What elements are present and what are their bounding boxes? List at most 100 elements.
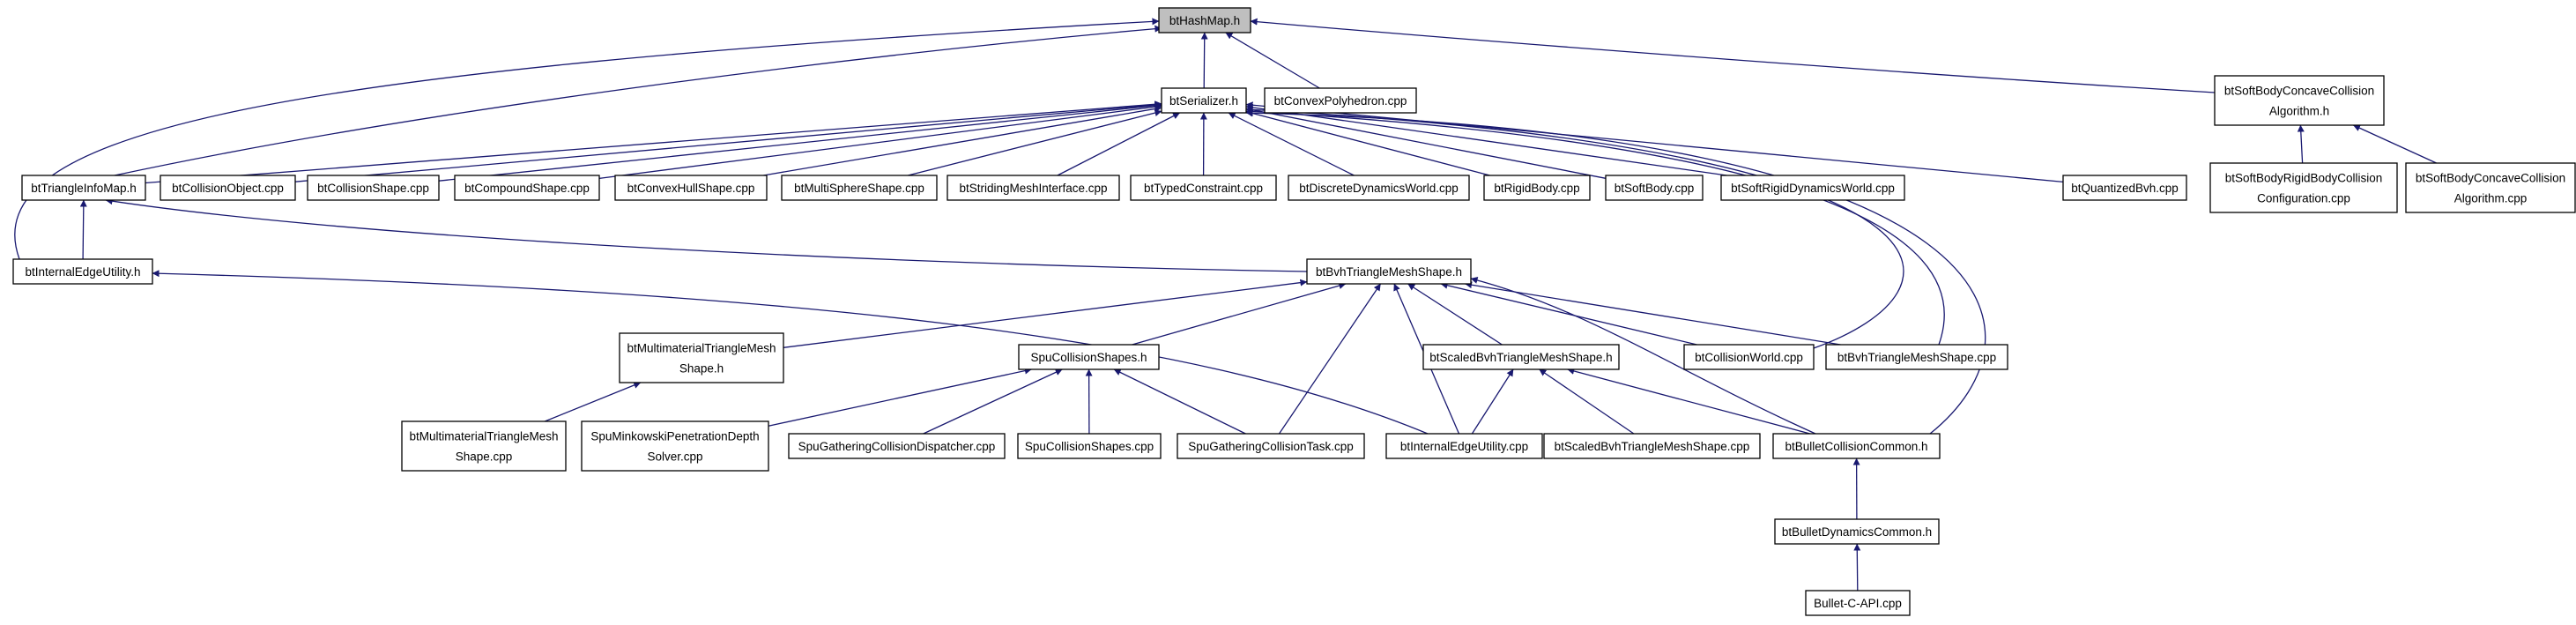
node-label: SpuGatheringCollisionTask.cpp [1188,440,1354,453]
node-box[interactable] [454,175,600,201]
node-label: btRigidBody.cpp [1494,182,1579,195]
nodes: btHashMap.h btSerializer.h btConvexPolyhed… [12,7,2576,616]
node-box[interactable] [1483,175,1591,201]
node-box[interactable] [2062,175,2187,201]
edge-line [1245,106,1607,179]
node-box[interactable] [1158,7,1251,33]
node-box[interactable] [781,175,938,201]
node-label: btSoftBodyConcaveCollision [2416,172,2565,185]
node-btbulletcollisioncommon[interactable]: btBulletCollisionCommon.h [1772,433,1941,459]
edge-btmultisphereshape-to-btserializer [908,109,1162,176]
node-btscaledbvh_h[interactable]: btScaledBvhTriangleMeshShape.h [1422,344,1620,370]
node-box[interactable] [1825,344,2008,370]
node-btcollisionobject[interactable]: btCollisionObject.cpp [160,175,296,201]
node-bttriangleinfomap[interactable]: btTriangleInfoMap.h [21,175,146,201]
node-box[interactable] [160,175,296,201]
edge-btconvexpoly-to-bthashmap [1225,32,1320,89]
edge-btdiscretedynamics-to-btserializer [1228,112,1355,176]
node-box[interactable] [581,420,769,472]
node-box[interactable] [1385,433,1543,459]
node-box[interactable] [307,175,440,201]
node-spugatheringtask[interactable]: SpuGatheringCollisionTask.cpp [1177,433,1365,459]
edge-line [1567,368,1810,435]
node-spucollisionshapes_cpp[interactable]: SpuCollisionShapes.cpp [1017,433,1162,459]
node-box[interactable] [1288,175,1470,201]
node-box[interactable] [2214,75,2385,126]
node-box[interactable] [12,258,153,285]
edge-line [105,197,1308,272]
node-btconvexhullshape[interactable]: btConvexHullShape.cpp [614,175,768,201]
edge-btquantizedbvh-to-btserializer [1245,101,2064,183]
node-box[interactable] [1543,433,1761,459]
node-label: btCompoundShape.cpp [464,182,590,195]
node-box[interactable] [1772,433,1941,459]
node-btinternaledgeutility_cpp[interactable]: btInternalEdgeUtility.cpp [1385,433,1543,459]
edge-line [1245,104,1727,176]
node-btscaledbvh_cpp[interactable]: btScaledBvhTriangleMeshShape.cpp [1543,433,1761,459]
node-box[interactable] [2405,162,2576,213]
edge-btrigidbody-to-btserializer [1245,109,1490,176]
node-btdiscretedynamics[interactable]: btDiscreteDynamicsWorld.cpp [1288,175,1470,201]
node-box[interactable] [1805,590,1911,616]
node-box[interactable] [788,433,1006,459]
node-box[interactable] [1130,175,1277,201]
node-box[interactable] [1683,344,1815,370]
edge-btmultimaterial_h-to-btbvhtrianglemeshshape_h [783,279,1308,348]
node-label: btHashMap.h [1169,14,1240,27]
edge-btsoftbody-to-btserializer [1245,106,1607,179]
node-bthashmap[interactable]: btHashMap.h [1158,7,1251,33]
node-box[interactable] [1422,344,1620,370]
node-box[interactable] [1774,518,1940,545]
node-box[interactable] [947,175,1120,201]
node-box[interactable] [1161,87,1247,114]
node-btstridingmesh[interactable]: btStridingMeshInterface.cpp [947,175,1120,201]
node-box[interactable] [619,332,784,383]
node-box[interactable] [1017,433,1162,459]
node-box[interactable] [1018,344,1160,370]
node-box[interactable] [2209,162,2398,213]
edge-btsoftbodyconcave_h-to-bthashmap [1250,18,2216,93]
edge-bttriangleinfomap-to-bthashmap [114,25,1162,176]
node-btcollisionshape[interactable]: btCollisionShape.cpp [307,175,440,201]
node-box[interactable] [1605,175,1704,201]
node-label: btInternalEdgeUtility.h [25,265,140,279]
edge-spugatheringdispatcher-to-spucollisionshapes_h [923,368,1063,435]
node-box[interactable] [401,420,567,472]
edge-btcollisionshape-to-btserializer [438,101,1162,182]
node-bulletcapi[interactable]: Bullet-C-API.cpp [1805,590,1911,616]
node-box[interactable] [614,175,768,201]
node-btbulletdynamicscommon[interactable]: btBulletDynamicsCommon.h [1774,518,1940,545]
node-label: btMultimaterialTriangleMesh [627,342,776,355]
node-btbvhtrianglemeshshape_cpp[interactable]: btBvhTriangleMeshShape.cpp [1825,344,2008,370]
node-btserializer[interactable]: btSerializer.h [1161,87,1247,114]
node-btconvexpoly[interactable]: btConvexPolyhedron.cpp [1264,87,1417,114]
node-spucollisionshapes_h[interactable]: SpuCollisionShapes.h [1018,344,1160,370]
node-spugatheringdispatcher[interactable]: SpuGatheringCollisionDispatcher.cpp [788,433,1006,459]
node-btsoftbody[interactable]: btSoftBody.cpp [1605,175,1704,201]
node-bttypedconstraint[interactable]: btTypedConstraint.cpp [1130,175,1277,201]
edge-line [1471,368,1514,435]
node-label: btSoftBody.cpp [1615,182,1695,195]
node-btcollisionworld[interactable]: btCollisionWorld.cpp [1683,344,1815,370]
node-box[interactable] [21,175,146,201]
node-btbvhtrianglemeshshape_h[interactable]: btBvhTriangleMeshShape.h [1306,258,1472,285]
node-btinternaledgeutility_h[interactable]: btInternalEdgeUtility.h [12,258,153,285]
node-box[interactable] [1177,433,1365,459]
node-btmultisphereshape[interactable]: btMultiSphereShape.cpp [781,175,938,201]
node-btrigidbody[interactable]: btRigidBody.cpp [1483,175,1591,201]
node-btsoftrigiddynamics[interactable]: btSoftRigidDynamicsWorld.cpp [1720,175,1905,201]
node-box[interactable] [1306,258,1472,285]
edge-line [1407,283,1503,346]
node-btcompoundshape[interactable]: btCompoundShape.cpp [454,175,600,201]
node-btsoftbodyrigid[interactable]: btSoftBodyRigidBodyCollisionConfiguratio… [2209,162,2398,213]
node-box[interactable] [1264,87,1417,114]
node-box[interactable] [1720,175,1905,201]
edge-btbvhtrianglemeshshape_h-to-bttriangleinfomap [105,197,1308,272]
node-btquantizedbvh[interactable]: btQuantizedBvh.cpp [2062,175,2187,201]
edge-line [79,199,87,260]
